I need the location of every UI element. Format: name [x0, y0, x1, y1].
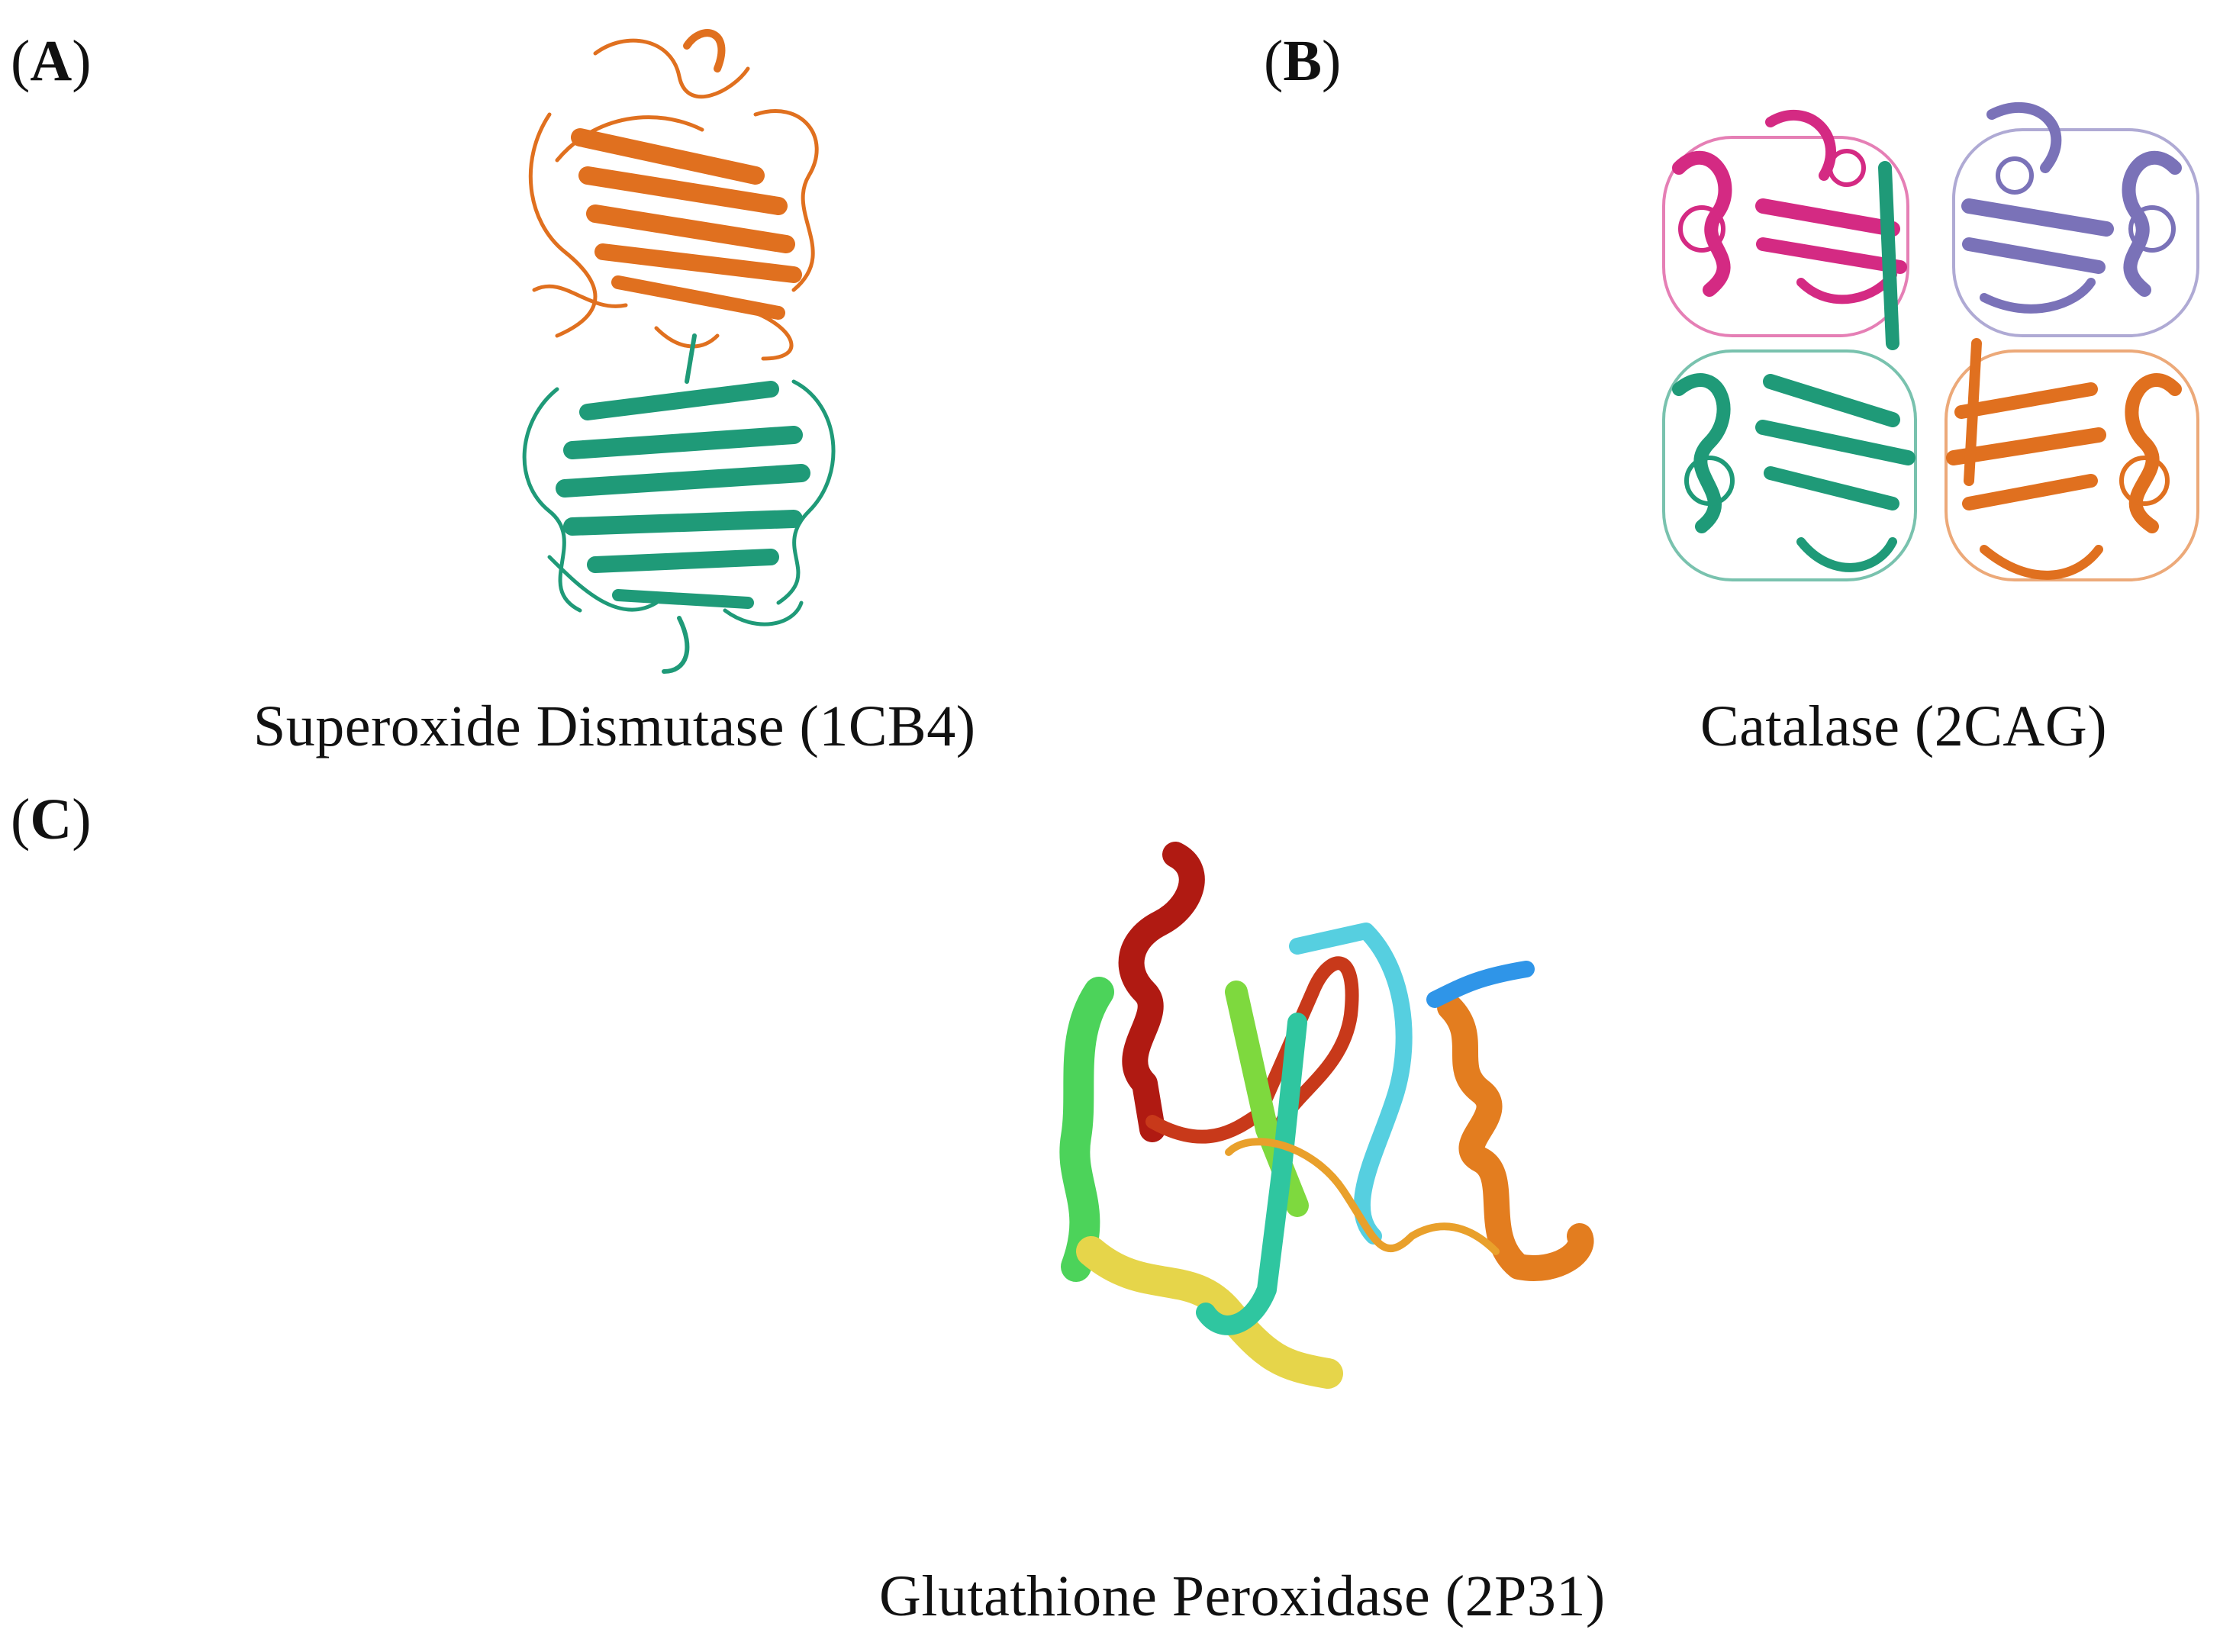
- glutathione-peroxidase-structure: [1059, 842, 1594, 1389]
- catalase-magenta-subunit: [1662, 109, 1909, 337]
- gpx-blue-strand: [1426, 961, 1535, 1008]
- gpx-green-helix: [1059, 977, 1114, 1282]
- catalase-purple-subunit: [1952, 101, 2199, 337]
- panel-label-b-close: ): [1322, 29, 1342, 93]
- superoxide-dismutase-structure: [522, 29, 836, 674]
- panel-label-a-close: ): [72, 29, 92, 93]
- gpx-yellow-helix: [1076, 1236, 1343, 1389]
- panel-label-c-open: (: [11, 787, 31, 852]
- panel-label-c: (C): [11, 791, 92, 849]
- gpx-orange-loop: [1225, 1138, 1500, 1255]
- sod-green-subunit: [522, 333, 836, 674]
- panel-label-a-letter: A: [30, 29, 72, 93]
- panel-a-caption: Superoxide Dismutase (1CB4): [253, 694, 976, 758]
- gpx-red-helix: [1118, 842, 1205, 1142]
- catalase-orange-subunit: [1945, 338, 2199, 581]
- panel-label-b-open: (: [1264, 29, 1284, 93]
- catalase-green-subunit: [1662, 161, 1917, 581]
- panel-b-caption: Catalase (2CAG): [1700, 694, 2108, 758]
- gpx-orange-helix: [1437, 994, 1594, 1281]
- gpx-teal-strand: [1196, 1013, 1307, 1335]
- gpx-cyan-strand: [1289, 923, 1413, 1245]
- panel-label-c-letter: C: [30, 787, 72, 852]
- panel-label-a: (A): [11, 32, 92, 90]
- panel-label-c-close: ): [72, 787, 92, 852]
- panel-label-b-letter: B: [1283, 29, 1323, 93]
- panel-label-b: (B): [1264, 32, 1341, 90]
- sod-orange-subunit: [528, 29, 819, 361]
- gpx-red-loop: [1145, 956, 1359, 1144]
- panel-c-caption: Glutathione Peroxidase (2P31): [879, 1564, 1606, 1628]
- panel-label-a-open: (: [11, 29, 31, 93]
- catalase-structure: [1662, 101, 2199, 581]
